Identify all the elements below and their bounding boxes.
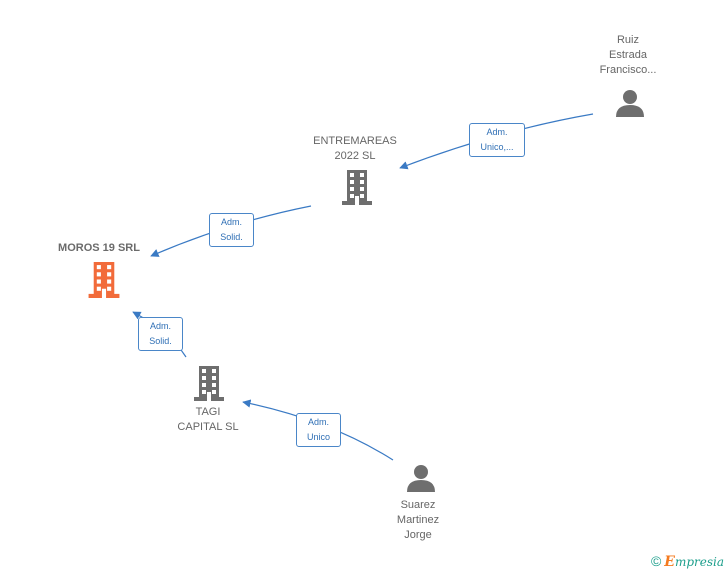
brand-logo: Empresia — [664, 554, 724, 570]
edge-label-ruiz-entremareas[interactable]: Adm. Unico,... — [469, 123, 525, 157]
node-label-ruiz[interactable]: Ruiz Estrada Francisco... — [599, 34, 657, 76]
edge-label-entremareas-moros[interactable]: Adm. Solid. — [209, 213, 254, 247]
edge-label-tagi-moros[interactable]: Adm. Solid. — [138, 317, 183, 351]
building-icon[interactable] — [342, 170, 372, 205]
person-icon[interactable] — [406, 464, 436, 492]
building-icon-main[interactable] — [88, 262, 120, 298]
empresia-watermark: ©Empresia — [651, 553, 724, 570]
copyright-icon: © — [650, 553, 662, 569]
building-icon[interactable] — [194, 366, 224, 401]
person-icon[interactable] — [615, 89, 645, 117]
node-label-entremareas[interactable]: ENTREMAREAS 2022 SL — [313, 135, 397, 162]
node-label-suarez[interactable]: Suarez Martinez Jorge — [396, 499, 440, 541]
node-label-moros-main[interactable]: MOROS 19 SRL — [58, 242, 140, 254]
node-label-tagi[interactable]: TAGI CAPITAL SL — [177, 406, 239, 433]
edge-label-suarez-tagi[interactable]: Adm. Unico — [296, 413, 341, 447]
